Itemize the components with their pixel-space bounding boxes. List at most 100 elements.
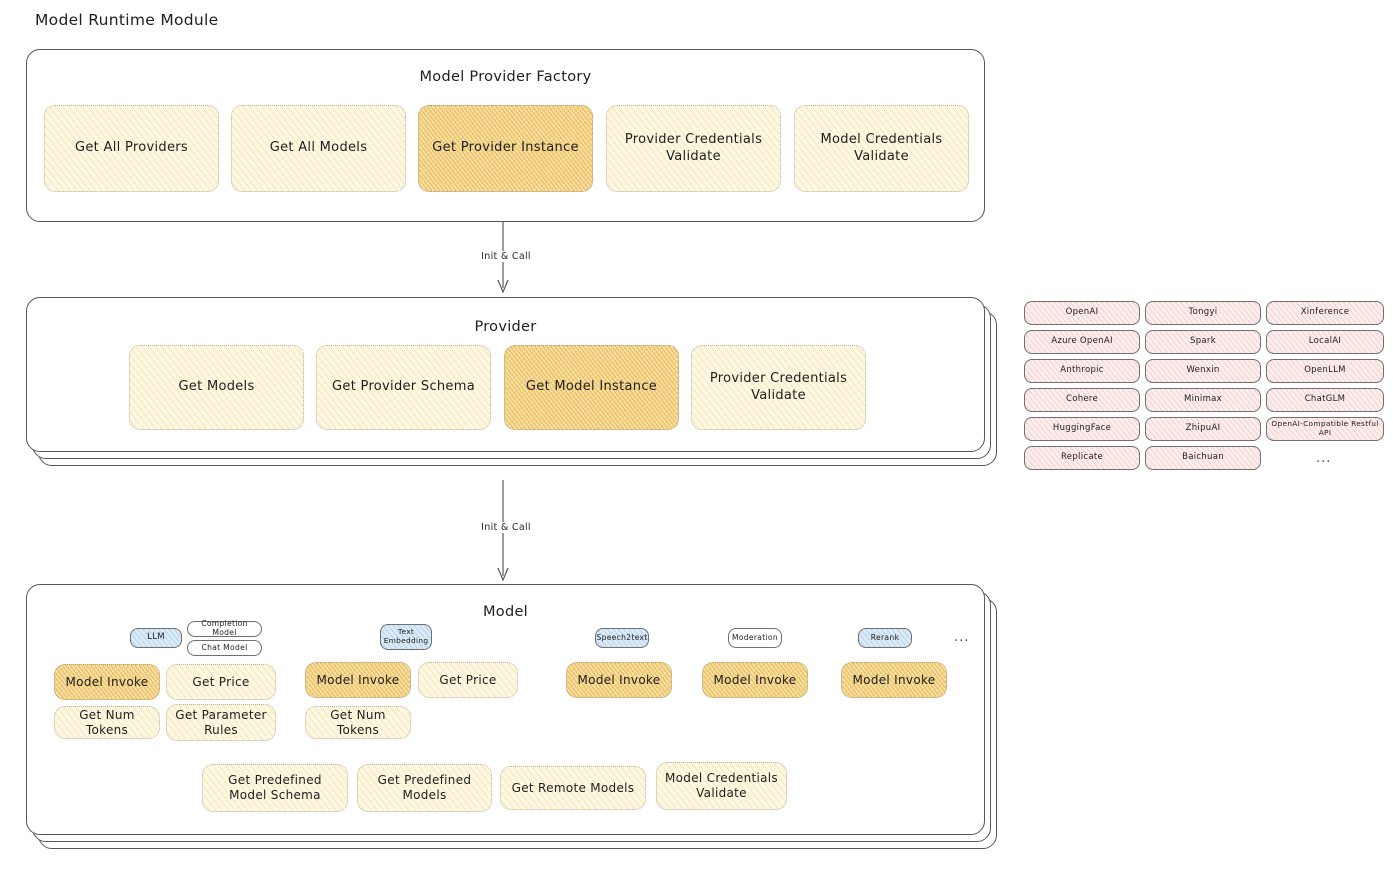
text-embedding-op-get-num-tokens[interactable]: Get Num Tokens xyxy=(305,706,411,739)
llm-op-get-price[interactable]: Get Price xyxy=(166,664,276,700)
label: OpenLLM xyxy=(1304,365,1346,376)
text-embedding-op-model-invoke[interactable]: Model Invoke xyxy=(305,662,411,698)
label: Model Invoke xyxy=(65,674,149,689)
factory-item-model-credentials-validate[interactable]: Model Credentials Validate xyxy=(794,105,969,192)
provider-card: Provider Get Models Get Provider Schema … xyxy=(26,297,997,466)
label: Get Num Tokens xyxy=(79,707,135,737)
llm-op-get-parameter-rules[interactable]: Get Parameter Rules xyxy=(166,704,276,741)
label: LocalAI xyxy=(1308,336,1342,347)
label: Anthropic xyxy=(1060,365,1104,376)
text-embedding-op-get-price[interactable]: Get Price xyxy=(418,662,518,698)
provider-chip-minimax[interactable]: Minimax xyxy=(1145,388,1261,412)
arrow-label-init-call-1: Init & Call xyxy=(463,251,549,262)
label: Provider Credentials Validate xyxy=(624,132,763,164)
model-common-op-get-predefined-model-schema[interactable]: Get Predefined Model Schema xyxy=(202,764,348,812)
model-type-tag-llm[interactable]: LLM xyxy=(130,628,182,648)
arrow-provider-to-model xyxy=(497,480,509,582)
provider-chip-zhipuai[interactable]: ZhipuAI xyxy=(1145,417,1261,441)
label: HuggingFace xyxy=(1052,423,1112,434)
provider-chip-anthropic[interactable]: Anthropic xyxy=(1024,359,1140,383)
label: Speech2text xyxy=(596,632,648,642)
label: Azure OpenAI xyxy=(1051,336,1113,347)
label: Model Invoke xyxy=(316,672,400,687)
provider-chip-azure-openai[interactable]: Azure OpenAI xyxy=(1024,330,1140,354)
arrow-label-init-call-2: Init & Call xyxy=(463,522,549,533)
provider-title: Provider xyxy=(474,319,537,335)
model-type-tag-text-embedding[interactable]: Text Embedding xyxy=(380,624,432,650)
label: Rerank xyxy=(870,632,900,642)
factory-item-get-all-models[interactable]: Get All Models xyxy=(231,105,406,192)
label: OpenAI-Compatible Restful API xyxy=(1271,419,1379,437)
label: Get Price xyxy=(439,672,497,687)
label: Provider Credentials Validate xyxy=(709,371,848,403)
provider-item-get-model-instance[interactable]: Get Model Instance xyxy=(504,345,679,430)
label: Get Provider Schema xyxy=(332,379,475,395)
llm-op-get-num-tokens[interactable]: Get Num Tokens xyxy=(54,706,160,739)
moderation-op-model-invoke[interactable]: Model Invoke xyxy=(702,662,808,698)
provider-name-list: OpenAI Azure OpenAI Anthropic Cohere Hug… xyxy=(1024,301,1384,476)
model-common-op-model-credentials-validate[interactable]: Model Credentials Validate xyxy=(656,762,787,810)
provider-chip-xinference[interactable]: Xinference xyxy=(1266,301,1384,325)
label: Model Invoke xyxy=(577,672,661,687)
label: Model Invoke xyxy=(713,672,797,687)
label: Get Predefined Models xyxy=(377,773,472,802)
label: ChatGLM xyxy=(1304,394,1346,405)
model-type-tag-moderation[interactable]: Moderation xyxy=(728,628,782,648)
provider-item-get-provider-schema[interactable]: Get Provider Schema xyxy=(316,345,491,430)
speech2text-op-model-invoke[interactable]: Model Invoke xyxy=(566,662,672,698)
label: Get Provider Instance xyxy=(432,140,579,156)
label: Get Num Tokens xyxy=(330,707,386,737)
provider-chip-localai[interactable]: LocalAI xyxy=(1266,330,1384,354)
provider-chip-chatglm[interactable]: ChatGLM xyxy=(1266,388,1384,412)
model-common-op-get-predefined-models[interactable]: Get Predefined Models xyxy=(357,764,492,812)
model-provider-factory-card: Model Provider Factory Get All Providers… xyxy=(26,49,985,222)
label: OpenAI xyxy=(1065,307,1099,318)
provider-chip-tongyi[interactable]: Tongyi xyxy=(1145,301,1261,325)
provider-chip-openllm[interactable]: OpenLLM xyxy=(1266,359,1384,383)
label: Xinference xyxy=(1300,307,1350,318)
label: Get Predefined Model Schema xyxy=(228,773,322,802)
provider-chip-cohere[interactable]: Cohere xyxy=(1024,388,1140,412)
model-title: Model xyxy=(482,604,529,620)
label: Get All Models xyxy=(269,140,368,156)
rerank-op-model-invoke[interactable]: Model Invoke xyxy=(841,662,947,698)
label: Get Models xyxy=(178,379,255,395)
factory-title: Model Provider Factory xyxy=(419,69,592,85)
label: Get Model Instance xyxy=(525,379,658,395)
label: Baichuan xyxy=(1182,452,1224,463)
llm-op-model-invoke[interactable]: Model Invoke xyxy=(54,664,160,700)
label: Completion Model xyxy=(201,619,248,637)
label: Replicate xyxy=(1060,452,1104,463)
label: Model Credentials Validate xyxy=(665,771,778,800)
provider-item-get-models[interactable]: Get Models xyxy=(129,345,304,430)
model-subtag-chat-model[interactable]: Chat Model xyxy=(187,640,262,656)
label: Tongyi xyxy=(1188,307,1218,318)
label: Get Price xyxy=(192,674,250,689)
page-title: Model Runtime Module xyxy=(35,11,219,29)
label: Spark xyxy=(1190,336,1216,347)
model-common-op-get-remote-models[interactable]: Get Remote Models xyxy=(500,766,646,810)
provider-chip-openai-compatible-restful-api[interactable]: OpenAI-Compatible Restful API xyxy=(1266,417,1384,441)
label: Moderation xyxy=(731,632,778,642)
factory-item-get-all-providers[interactable]: Get All Providers xyxy=(44,105,219,192)
provider-chip-spark[interactable]: Spark xyxy=(1145,330,1261,354)
provider-item-provider-credentials-validate[interactable]: Provider Credentials Validate xyxy=(691,345,866,430)
provider-chip-replicate[interactable]: Replicate xyxy=(1024,446,1140,470)
label: Model Invoke xyxy=(852,672,936,687)
model-type-tag-speech2text[interactable]: Speech2text xyxy=(595,628,649,648)
provider-chip-huggingface[interactable]: HuggingFace xyxy=(1024,417,1140,441)
model-type-tag-rerank[interactable]: Rerank xyxy=(858,628,912,648)
label: Get All Providers xyxy=(75,140,188,156)
label: Text Embedding xyxy=(383,627,429,645)
label: Wenxin xyxy=(1186,365,1220,376)
factory-item-provider-credentials-validate[interactable]: Provider Credentials Validate xyxy=(606,105,781,192)
label: Chat Model xyxy=(201,642,248,652)
provider-chip-wenxin[interactable]: Wenxin xyxy=(1145,359,1261,383)
provider-chip-baichuan[interactable]: Baichuan xyxy=(1145,446,1261,470)
model-card: Model LLM Completion Model Chat Model Mo… xyxy=(26,584,997,849)
model-types-ellipsis: ... xyxy=(954,630,970,645)
provider-chip-openai[interactable]: OpenAI xyxy=(1024,301,1140,325)
label: ZhipuAI xyxy=(1185,423,1221,434)
model-subtag-completion-model[interactable]: Completion Model xyxy=(187,619,262,637)
factory-item-get-provider-instance[interactable]: Get Provider Instance xyxy=(418,105,593,192)
